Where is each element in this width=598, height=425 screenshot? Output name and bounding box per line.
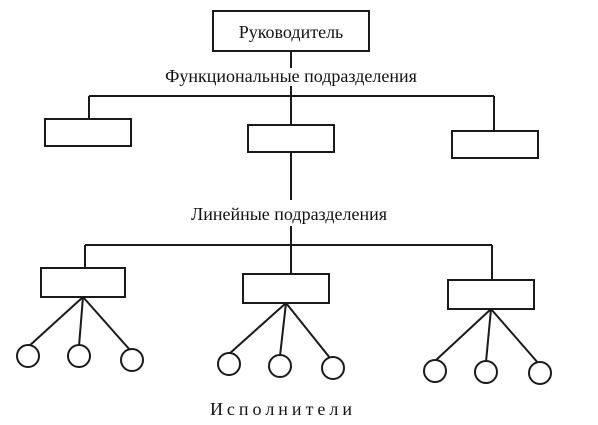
executor-node	[217, 352, 241, 376]
executor-link	[434, 308, 492, 362]
functional-unit-box	[247, 124, 335, 153]
executor-link	[490, 308, 540, 365]
manager-label: Руководитель	[239, 22, 344, 42]
executor-node	[321, 356, 345, 380]
executors-label: Исполнители	[210, 399, 356, 419]
executor-link	[27, 296, 84, 348]
linear-units-label: Линейные подразделения	[191, 204, 387, 224]
functional-units-label: Функциональные подразделения	[165, 66, 417, 86]
executor-node	[528, 361, 552, 385]
linear-unit-box	[447, 279, 535, 310]
linear-unit-box	[242, 273, 330, 304]
executor-link	[485, 308, 492, 363]
executor-link	[285, 302, 331, 359]
executor-node	[423, 359, 447, 383]
executor-link	[78, 296, 84, 347]
executor-node	[120, 348, 144, 372]
manager-box	[212, 10, 370, 52]
executor-node	[67, 344, 91, 368]
executor-node	[268, 354, 292, 378]
executor-node	[474, 360, 498, 384]
executor-link	[279, 302, 287, 357]
linear-unit-box	[40, 267, 126, 298]
functional-unit-box	[44, 118, 132, 147]
executor-link	[228, 302, 287, 355]
executor-node	[16, 344, 40, 368]
functional-unit-box	[451, 130, 539, 159]
executor-link	[82, 296, 131, 351]
